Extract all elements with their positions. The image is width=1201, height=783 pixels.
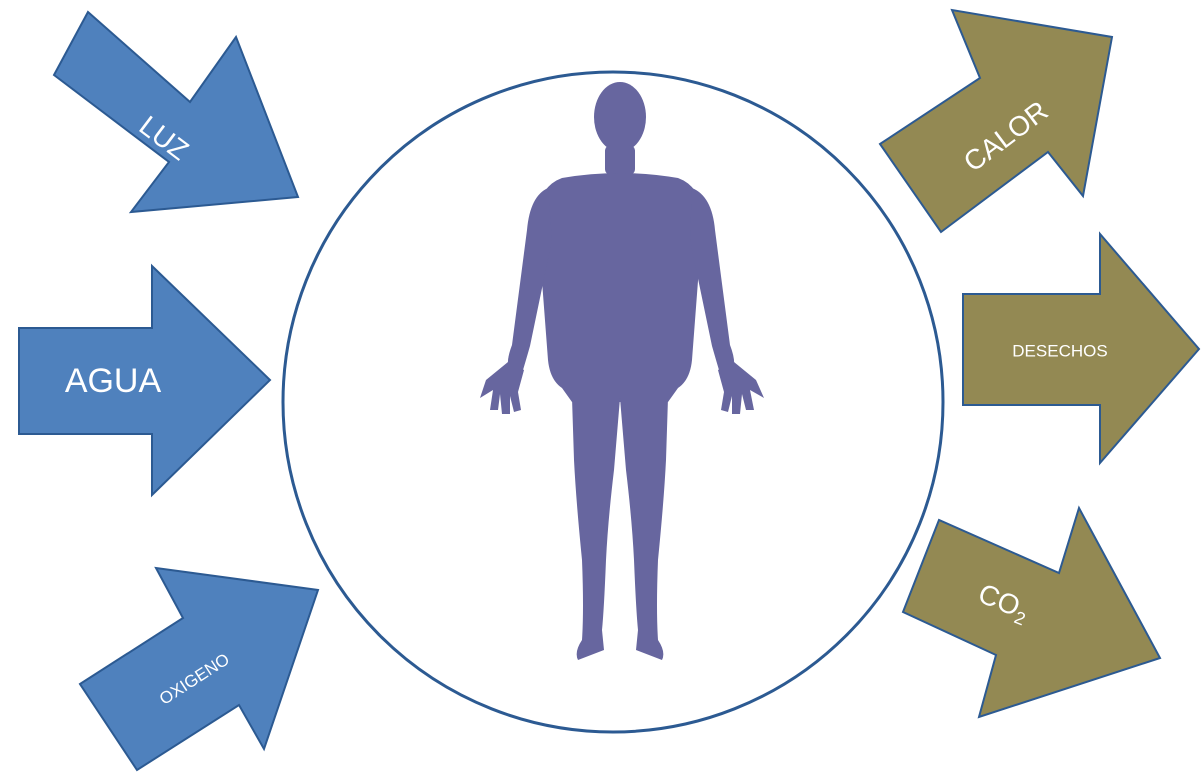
arrow-luz: LUZ	[54, 12, 298, 212]
arrow-oxigeno: OXIGENO	[80, 568, 318, 770]
arrow-calor: CALOR	[880, 10, 1112, 232]
arrow-agua: AGUA	[19, 266, 270, 495]
arrow-desechos: DESECHOS	[963, 234, 1199, 463]
label-agua: AGUA	[65, 362, 162, 400]
label-desechos: DESECHOS	[1012, 341, 1107, 360]
arrow-co2: CO2	[903, 508, 1160, 717]
